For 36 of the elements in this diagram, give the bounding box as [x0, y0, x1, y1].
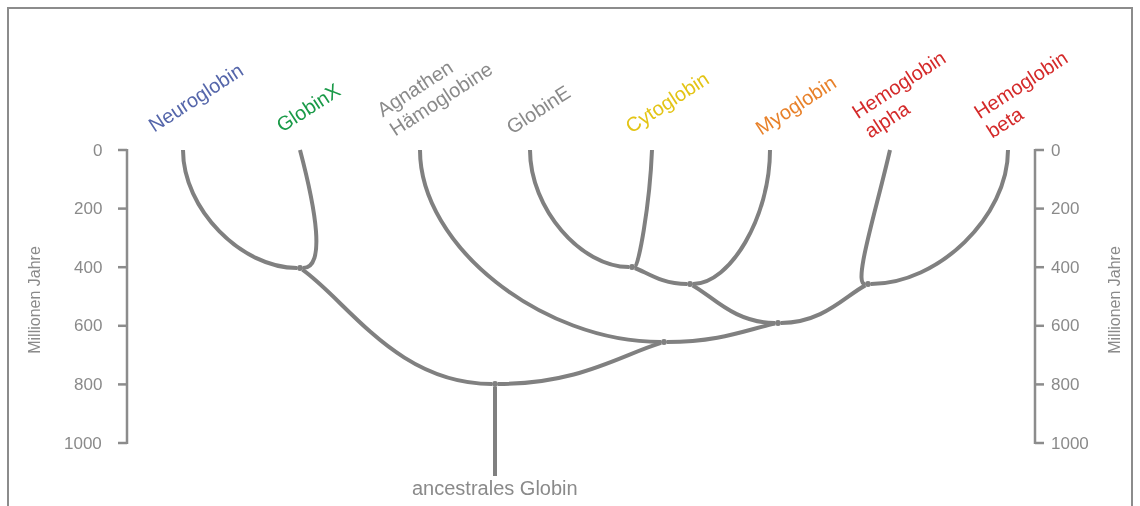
axis-tick-label: 800	[74, 375, 103, 393]
branch-point	[687, 281, 693, 287]
axis-tick-label: 200	[1051, 200, 1080, 218]
axis-tick-label: 800	[1051, 375, 1080, 393]
axis-tick-label: 400	[1051, 258, 1080, 276]
branch-point	[661, 339, 667, 345]
tree-branch	[666, 321, 776, 344]
branch-point	[775, 320, 781, 326]
axis-title: Millionen Jahre	[26, 246, 43, 354]
axis-tick-label: 600	[1051, 317, 1080, 335]
tree-branch	[780, 283, 867, 325]
branch-point	[629, 264, 635, 270]
branch-point	[865, 281, 871, 287]
tree-branch	[493, 387, 497, 476]
axis-tick-label: 600	[74, 317, 103, 335]
tree-branch	[691, 283, 776, 325]
branch-point	[492, 381, 498, 387]
tree-branch	[418, 149, 662, 344]
tree-branch	[528, 149, 630, 269]
axis-tick-label: 400	[74, 258, 103, 276]
tree-branch	[301, 268, 493, 386]
branch-point	[297, 265, 303, 271]
tree-branch	[633, 149, 654, 268]
tree-branch	[181, 149, 298, 270]
tree-branch	[859, 149, 892, 286]
axis-tick-label: 0	[93, 141, 103, 159]
axis-tick-label: 0	[1051, 141, 1061, 159]
axis-tick-label: 1000	[1051, 434, 1089, 452]
axis-title: Millionen Jahre	[1106, 246, 1123, 354]
axis-tick-label: 200	[74, 200, 103, 218]
tree-branch	[298, 149, 319, 270]
tree-branch	[870, 149, 1010, 286]
tree-branch	[692, 149, 772, 286]
root-label: ancestrales Globin	[412, 477, 578, 499]
axis-tick-label: 1000	[64, 434, 102, 452]
tree-branch	[634, 266, 688, 286]
